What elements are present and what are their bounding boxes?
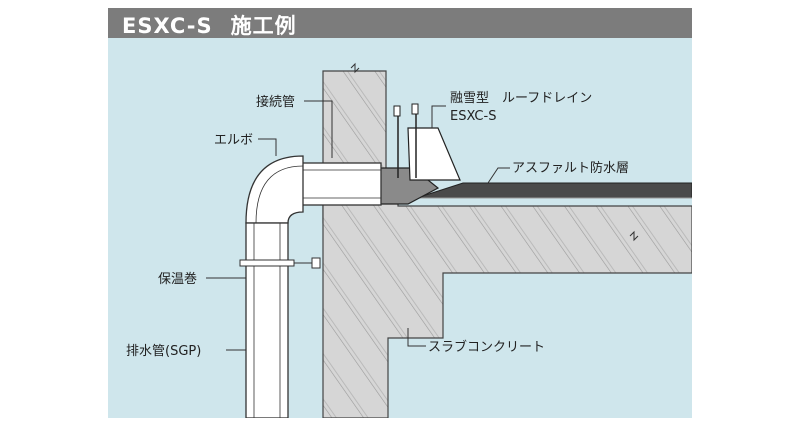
drain-pipe (245, 222, 289, 418)
leader-waterproof (487, 167, 510, 184)
label-roof-drain-line2: ESXC-S (450, 109, 496, 124)
diagram-frame: ESXC-S 施工例 (108, 8, 692, 418)
title-product: ESXC-S (122, 14, 213, 38)
leader-elbow (258, 138, 277, 156)
elbow (245, 155, 304, 224)
label-drain-pipe: 排水管(SGP) (126, 344, 201, 359)
title-subtitle: 施工例 (230, 14, 297, 38)
leader-roof-drain (431, 105, 446, 128)
label-connection-pipe: 接続管 (256, 94, 295, 110)
label-elbow: エルボ (214, 133, 253, 148)
waterproof-layer (397, 182, 692, 205)
label-slab: スラブコンクリート (428, 339, 545, 355)
label-waterproof-layer: アスファルト防水層 (512, 160, 629, 176)
label-roof-drain-line1: 融雪型 ルーフドレイン (450, 91, 592, 106)
roof-drain-strainer (407, 127, 461, 181)
construction-diagram: 接続管 エルボ 保温巻 排水管(SGP) 融雪型 ルーフドレイン ESXC-S … (126, 62, 692, 418)
break-mark-wall (350, 62, 360, 74)
title-bar: ESXC-S 施工例 (108, 8, 692, 38)
leader-slab (407, 328, 426, 347)
title: ESXC-S 施工例 (122, 10, 297, 40)
label-insulation: 保温巻 (158, 272, 197, 287)
break-mark-slab (629, 230, 639, 242)
connection-pipe (292, 162, 382, 206)
leader-connection-pipe (304, 100, 333, 158)
insulation-band (239, 259, 295, 267)
concrete-slab (322, 197, 692, 418)
